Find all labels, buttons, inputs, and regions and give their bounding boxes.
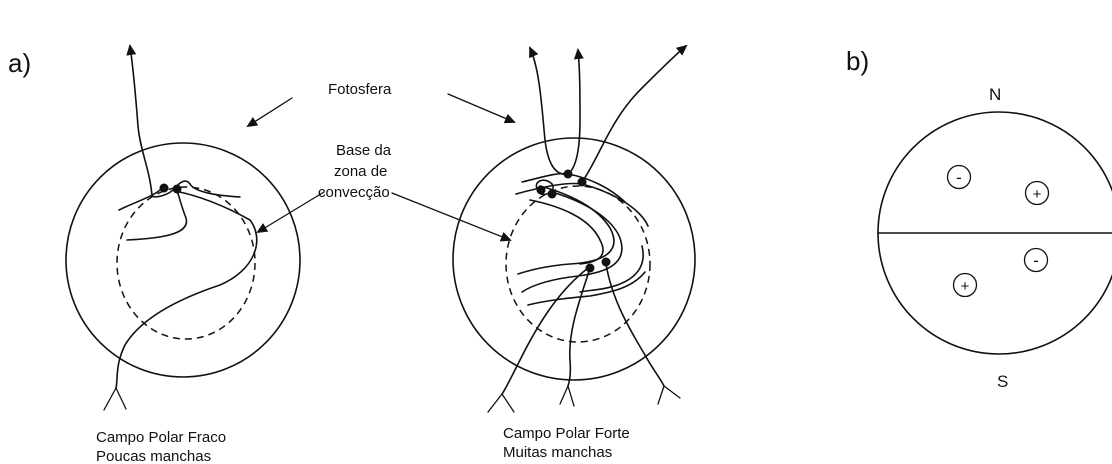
weak-caption-line2: Poucas manchas bbox=[96, 448, 211, 464]
strong-toroidal-3 bbox=[518, 186, 614, 274]
base-label-line1: Base da bbox=[336, 142, 392, 159]
north-label: N bbox=[989, 85, 1001, 104]
strong-field-line-up-2 bbox=[568, 50, 580, 174]
north-left-polarity: - bbox=[956, 168, 962, 187]
strong-sunspot-6 bbox=[602, 258, 611, 267]
strong-sunspot-1 bbox=[564, 170, 573, 179]
fotosfera-arrow-strong bbox=[448, 94, 514, 122]
strong-caption-line1: Campo Polar Forte bbox=[503, 425, 630, 442]
fotosfera-arrow-weak bbox=[248, 98, 292, 126]
strong-fork-3 bbox=[658, 386, 680, 404]
convection-arrow-weak bbox=[258, 192, 324, 232]
strong-sunspot-2 bbox=[578, 178, 587, 187]
south-right-spot: - bbox=[1025, 249, 1048, 272]
strong-fork-1 bbox=[488, 394, 514, 412]
base-label-line2: zona de bbox=[334, 163, 387, 180]
convection-arrow-strong bbox=[392, 193, 510, 240]
strong-photosphere-circle bbox=[453, 138, 695, 380]
weak-sunspot-1 bbox=[160, 184, 169, 193]
weak-convection-base-circle bbox=[117, 187, 255, 339]
strong-field-line-up-1 bbox=[530, 48, 568, 174]
strong-sunspot-4 bbox=[548, 190, 557, 199]
strong-field-sun bbox=[453, 46, 695, 412]
panel-b-label: b) bbox=[846, 46, 869, 76]
south-left-spot: + bbox=[954, 274, 977, 297]
strong-field-line-up-3 bbox=[582, 46, 686, 182]
north-left-spot: - bbox=[948, 166, 971, 189]
weak-field-fork bbox=[104, 388, 126, 410]
strong-toroidal-4 bbox=[522, 192, 622, 292]
weak-caption-line1: Campo Polar Fraco bbox=[96, 429, 226, 446]
strong-sunspot-5 bbox=[586, 264, 595, 273]
weak-photosphere-circle bbox=[66, 143, 300, 377]
south-right-polarity: - bbox=[1033, 251, 1039, 270]
strong-field-line-down-2 bbox=[568, 268, 590, 386]
strong-fork-2 bbox=[560, 386, 574, 406]
strong-field-line-down-3 bbox=[606, 264, 664, 386]
strong-sunspot-3 bbox=[537, 186, 546, 195]
panel-a-label: a) bbox=[8, 48, 31, 78]
weak-sunspot-2 bbox=[173, 185, 182, 194]
north-right-polarity: + bbox=[1033, 186, 1042, 203]
strong-field-line-down-1 bbox=[502, 268, 588, 394]
strong-caption-line2: Muitas manchas bbox=[503, 444, 612, 461]
north-right-spot: + bbox=[1026, 182, 1049, 205]
base-label-line3: convecção bbox=[318, 184, 390, 201]
south-label: S bbox=[997, 372, 1008, 391]
south-left-polarity: + bbox=[961, 278, 970, 295]
weak-field-line-up bbox=[130, 46, 152, 196]
fotosfera-label: Fotosfera bbox=[328, 81, 392, 98]
